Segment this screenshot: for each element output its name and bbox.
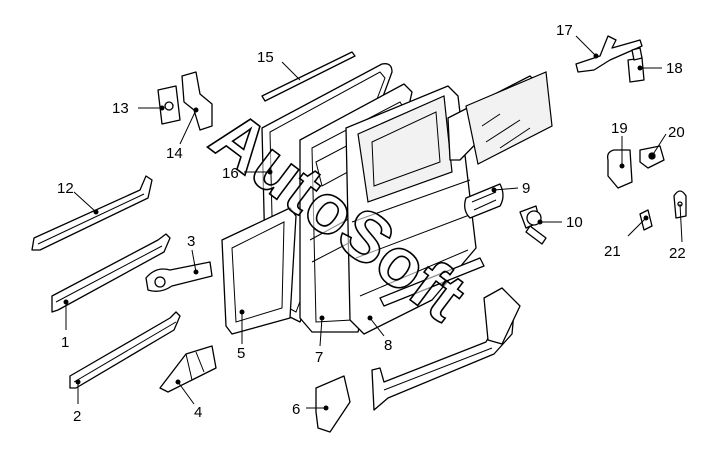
part-19-striker-cover <box>606 149 633 189</box>
callout-12: 12 <box>57 180 74 197</box>
callout-19: 19 <box>611 120 628 137</box>
part-10-lock-cylinder <box>519 205 547 245</box>
part-1-middle-guide-rail <box>51 233 171 313</box>
callout-14: 14 <box>166 145 183 162</box>
callout-10: 10 <box>566 214 583 231</box>
callout-22: 22 <box>669 245 686 262</box>
callout-21: 21 <box>604 243 621 260</box>
part-8-door-outer-panel <box>345 85 485 335</box>
callout-13: 13 <box>112 100 129 117</box>
callout-1: 1 <box>61 334 69 351</box>
part-14-hinge-arm <box>181 71 213 131</box>
callout-17: 17 <box>556 22 573 39</box>
part-15-top-seal-strip <box>261 51 356 102</box>
callout-18: 18 <box>666 60 683 77</box>
callout-8: 8 <box>384 337 392 354</box>
part-17-upper-catch <box>575 35 643 73</box>
callout-15: 15 <box>257 49 274 66</box>
part-3-roller-arm <box>145 261 213 292</box>
part-lower-sill-assembly <box>371 287 521 411</box>
part-5-inner-trim-panel <box>221 207 297 335</box>
part-18-catch-block <box>627 47 645 83</box>
callout-6: 6 <box>292 401 300 418</box>
part-2-lower-guide-rail <box>69 311 181 389</box>
callout-3: 3 <box>187 233 195 250</box>
part-door-window-glass <box>447 71 553 165</box>
callout-16: 16 <box>222 165 239 182</box>
callout-5: 5 <box>237 345 245 362</box>
callout-4: 4 <box>194 404 202 421</box>
callout-7: 7 <box>315 349 323 366</box>
part-13-hinge-plate <box>157 85 181 125</box>
part-6-step-cover <box>315 375 351 433</box>
part-12-upper-guide-rail <box>31 175 153 251</box>
callout-labels: 1 2 3 4 5 6 7 8 9 10 12 13 14 15 16 17 1… <box>57 22 686 425</box>
callout-9: 9 <box>522 180 530 197</box>
part-4-lower-bracket <box>159 345 217 393</box>
part-9-door-handle <box>464 183 504 219</box>
callout-20: 20 <box>668 124 685 141</box>
callout-2: 2 <box>73 408 81 425</box>
leader-lines <box>63 35 683 411</box>
